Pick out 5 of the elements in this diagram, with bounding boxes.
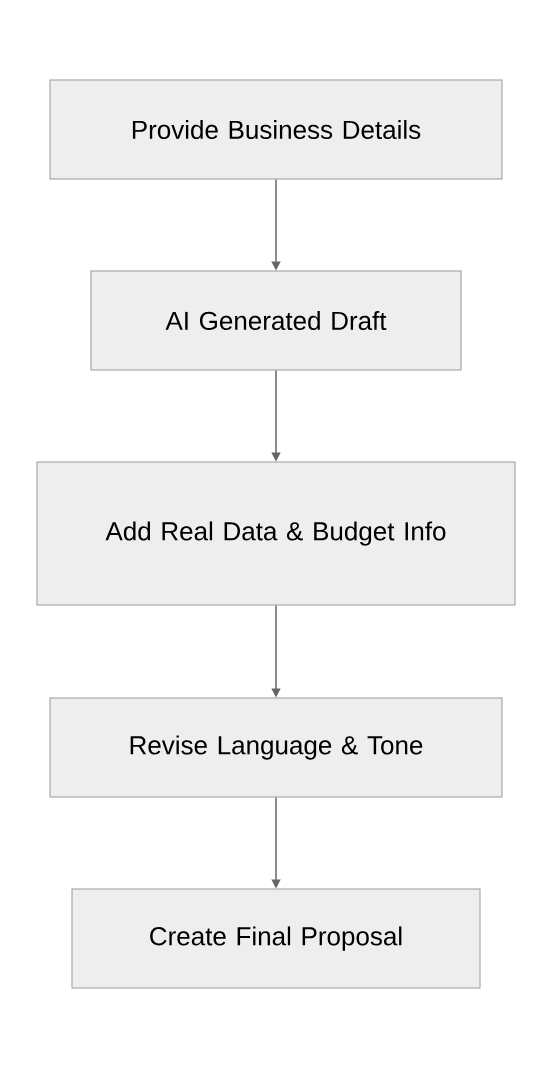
process-box: Revise Language & Tone (49, 697, 503, 798)
process-box: Provide Business Details (49, 79, 503, 180)
process-box: Add Real Data & Budget Info (36, 461, 516, 606)
process-box: Create Final Proposal (71, 888, 481, 989)
process-box: AI Generated Draft (90, 270, 462, 371)
